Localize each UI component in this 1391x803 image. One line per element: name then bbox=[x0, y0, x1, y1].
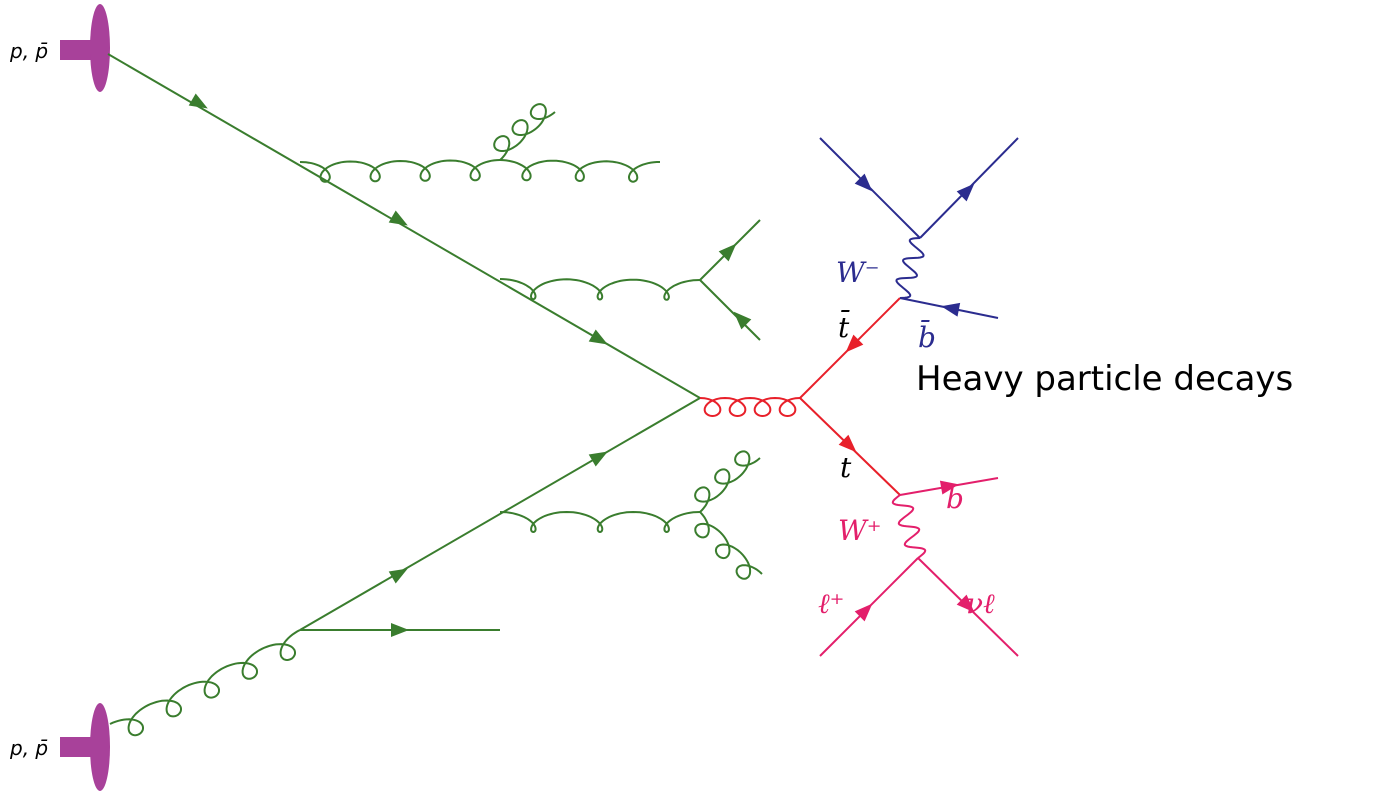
label-tbar: t̄ bbox=[838, 309, 851, 344]
label-neutrino: νℓ bbox=[966, 587, 995, 620]
arrow-icon bbox=[588, 329, 612, 351]
label-t: t bbox=[840, 451, 852, 484]
beam-top-disk bbox=[90, 4, 110, 92]
gluon-emission-3-down bbox=[694, 511, 763, 580]
initial-state-green bbox=[107, 53, 761, 631]
beam-label-top: p, p̄ bbox=[9, 39, 48, 63]
label-w-plus: W⁺ bbox=[838, 514, 882, 547]
gluon-initial-lower bbox=[109, 629, 301, 737]
label-lepton: ℓ⁺ bbox=[818, 587, 844, 620]
beam-bottom-disk bbox=[90, 703, 110, 791]
arrow-icon bbox=[939, 299, 961, 317]
label-bbar: b̄ bbox=[918, 319, 936, 354]
label-w-minus: W⁻ bbox=[836, 256, 880, 289]
gluon-hard bbox=[699, 396, 801, 418]
w-minus-wave bbox=[895, 237, 925, 299]
arrow-icon bbox=[728, 306, 752, 330]
quark-line-lower bbox=[299, 397, 701, 631]
arrow-icon bbox=[588, 445, 612, 467]
blue-arrows bbox=[854, 173, 980, 317]
gluons-green bbox=[109, 103, 763, 737]
beam-top bbox=[60, 4, 110, 92]
gluon-emission-1b bbox=[499, 159, 660, 183]
gluon-emission-3-up bbox=[694, 450, 761, 513]
w-plus-decay bbox=[819, 477, 1019, 657]
w-minus-decay bbox=[819, 137, 1019, 319]
gluon-red bbox=[699, 396, 801, 418]
label-b: b bbox=[946, 482, 964, 515]
w-plus-wave bbox=[891, 494, 927, 559]
gluon-emission-3 bbox=[499, 510, 701, 534]
beam-bottom bbox=[60, 703, 110, 791]
gluon-emission-1a bbox=[299, 159, 501, 183]
quark-jet-down bbox=[699, 279, 761, 341]
arrow-icon bbox=[391, 623, 409, 637]
caption-heavy-particle-decays: Heavy particle decays bbox=[916, 359, 1293, 399]
arrow-icon bbox=[388, 562, 412, 584]
beam-label-bottom: p, p̄ bbox=[9, 736, 48, 760]
gluon-emission-2 bbox=[499, 278, 701, 301]
gluon-emission-1c bbox=[493, 103, 556, 161]
